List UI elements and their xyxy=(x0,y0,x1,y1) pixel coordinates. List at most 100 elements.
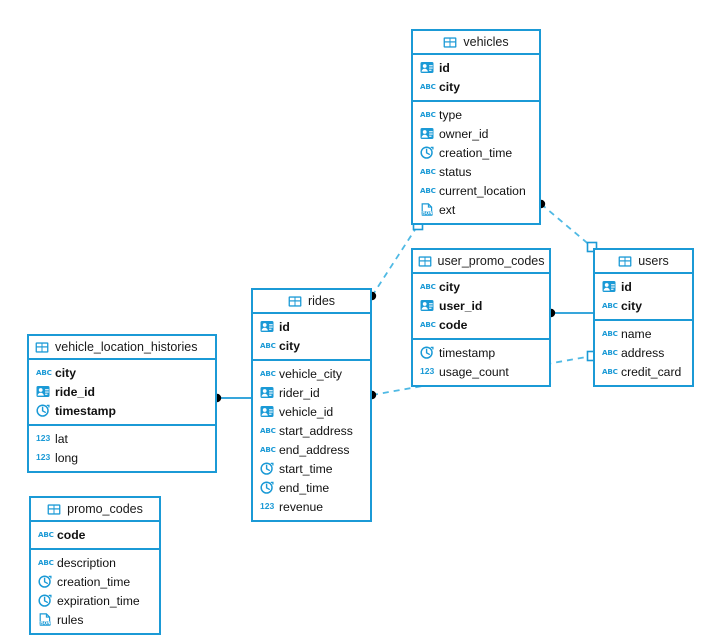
field-name: creation_time xyxy=(439,145,513,160)
field-name: address xyxy=(621,345,665,360)
field-name: id xyxy=(621,279,632,294)
field-row[interactable]: vehicle_id xyxy=(253,402,370,421)
abc-string-icon: ABC xyxy=(38,558,54,567)
field-row[interactable]: owner_id xyxy=(413,124,539,143)
field-name: owner_id xyxy=(439,126,489,141)
abc-string-icon: ABC xyxy=(260,426,276,435)
abc-string-icon: ABC xyxy=(260,341,276,350)
field-name: start_address xyxy=(279,423,353,438)
field-row[interactable]: end_time xyxy=(253,478,370,497)
abc-string-icon: ABC xyxy=(602,348,618,357)
json-document-icon: JSON xyxy=(38,613,52,626)
field-name: vehicle_id xyxy=(279,404,334,419)
table-header[interactable]: vehicle_location_histories xyxy=(29,336,215,360)
abc-string-icon: ABC xyxy=(420,186,436,195)
key-person-icon xyxy=(420,127,434,140)
clock-timestamp-icon xyxy=(420,346,434,359)
field-name: current_location xyxy=(439,183,526,198)
table-header[interactable]: users xyxy=(595,250,692,274)
field-row[interactable]: id xyxy=(253,317,370,336)
relationship-vlh-rides[interactable] xyxy=(212,393,251,403)
field-row[interactable]: expiration_time xyxy=(31,591,159,610)
field-row[interactable]: creation_time xyxy=(413,143,539,162)
field-name: credit_card xyxy=(621,364,682,379)
field-row[interactable]: JSON ext xyxy=(413,200,539,219)
relationship-upc-users[interactable] xyxy=(546,308,593,318)
field-name: lat xyxy=(55,431,68,446)
clock-timestamp-icon xyxy=(38,575,52,588)
123-number-icon: 123 xyxy=(420,366,435,376)
field-row[interactable]: timestamp xyxy=(29,401,215,420)
field-name: type xyxy=(439,107,463,122)
field-row[interactable]: ride_id xyxy=(29,382,215,401)
table-icon xyxy=(618,255,632,268)
table-icon xyxy=(418,255,432,268)
table-header[interactable]: rides xyxy=(253,290,370,314)
field-row[interactable]: rider_id xyxy=(253,383,370,402)
field-row[interactable]: id xyxy=(595,277,692,296)
field-name: city xyxy=(439,79,461,94)
key-person-icon xyxy=(36,385,50,398)
table-header[interactable]: user_promo_codes xyxy=(413,250,549,274)
field-name: expiration_time xyxy=(57,593,140,608)
table-header[interactable]: promo_codes xyxy=(31,498,159,522)
123-number-icon: 123 xyxy=(260,501,275,511)
field-name: timestamp xyxy=(55,403,116,418)
key-person-icon xyxy=(420,61,434,74)
key-person-icon xyxy=(260,320,274,333)
field-row[interactable]: id xyxy=(413,58,539,77)
key-person-icon xyxy=(420,299,434,312)
field-name: rider_id xyxy=(279,385,320,400)
field-row[interactable]: creation_time xyxy=(31,572,159,591)
table-name: vehicles xyxy=(463,35,509,49)
field-row[interactable]: timestamp xyxy=(413,343,549,362)
table-header[interactable]: vehicles xyxy=(413,31,539,55)
field-row[interactable]: start_time xyxy=(253,459,370,478)
field-name: end_address xyxy=(279,442,350,457)
field-name: code xyxy=(57,527,86,542)
abc-string-icon: ABC xyxy=(38,530,54,539)
field-name: vehicle_city xyxy=(279,366,342,381)
field-name: city xyxy=(621,298,643,313)
relationship-vehicles-users[interactable] xyxy=(536,199,598,253)
field-name: name xyxy=(621,326,652,341)
svg-text:JSON: JSON xyxy=(420,211,433,216)
abc-string-icon: ABC xyxy=(260,445,276,454)
field-row[interactable]: user_id xyxy=(413,296,549,315)
field-name: ext xyxy=(439,202,456,217)
